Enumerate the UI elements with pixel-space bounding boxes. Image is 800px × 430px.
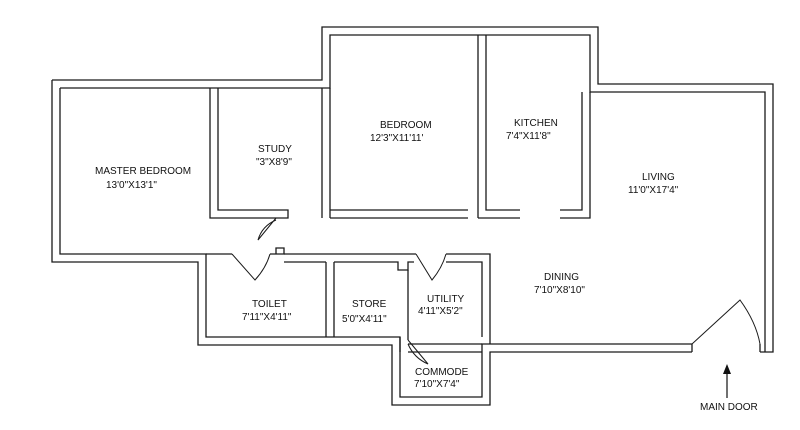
study-name: STUDY xyxy=(258,144,292,155)
dining-name: DINING xyxy=(544,272,579,283)
store-name: STORE xyxy=(352,299,387,310)
master-bedroom-size: 13'0"X13'1" xyxy=(106,180,157,191)
kitchen-size: 7'4"X11'8" xyxy=(506,131,551,142)
store-size: 5'0"X4'11" xyxy=(342,314,387,325)
utility-door xyxy=(415,253,447,281)
room-labels: MASTER BEDROOM 13'0"X13'1" STUDY "3"X8'9… xyxy=(95,118,679,390)
toilet-name: TOILET xyxy=(252,299,287,310)
bedroom-size: 12'3"X11'11' xyxy=(370,133,423,144)
utility-name: UTILITY xyxy=(427,294,465,305)
toilet-size: 7'11"X4'11" xyxy=(242,312,292,323)
doors xyxy=(231,217,761,365)
commode-door xyxy=(407,339,429,365)
commode-size: 7'10"X7'4" xyxy=(414,379,460,390)
toilet-door xyxy=(231,253,271,281)
kitchen-name: KITCHEN xyxy=(514,118,558,129)
commode-name: COMMODE xyxy=(415,367,469,378)
main-door-label: MAIN DOOR xyxy=(700,402,758,413)
interior-walls xyxy=(206,35,591,353)
outer-walls xyxy=(51,26,774,406)
main-door-swing xyxy=(691,299,761,345)
living-size: 11'0"X17'4" xyxy=(628,185,679,196)
living-name: LIVING xyxy=(642,172,675,183)
arrow-up-icon xyxy=(723,364,731,374)
utility-size: 4'11"X5'2" xyxy=(418,306,463,317)
master-bedroom-name: MASTER BEDROOM xyxy=(95,166,191,177)
study-size: "3"X8'9" xyxy=(256,157,292,168)
bedroom-name: BEDROOM xyxy=(380,120,432,131)
dining-size: 7'10"X8'10" xyxy=(534,285,585,296)
main-door-indicator: MAIN DOOR xyxy=(700,364,758,413)
study-door xyxy=(257,217,277,241)
